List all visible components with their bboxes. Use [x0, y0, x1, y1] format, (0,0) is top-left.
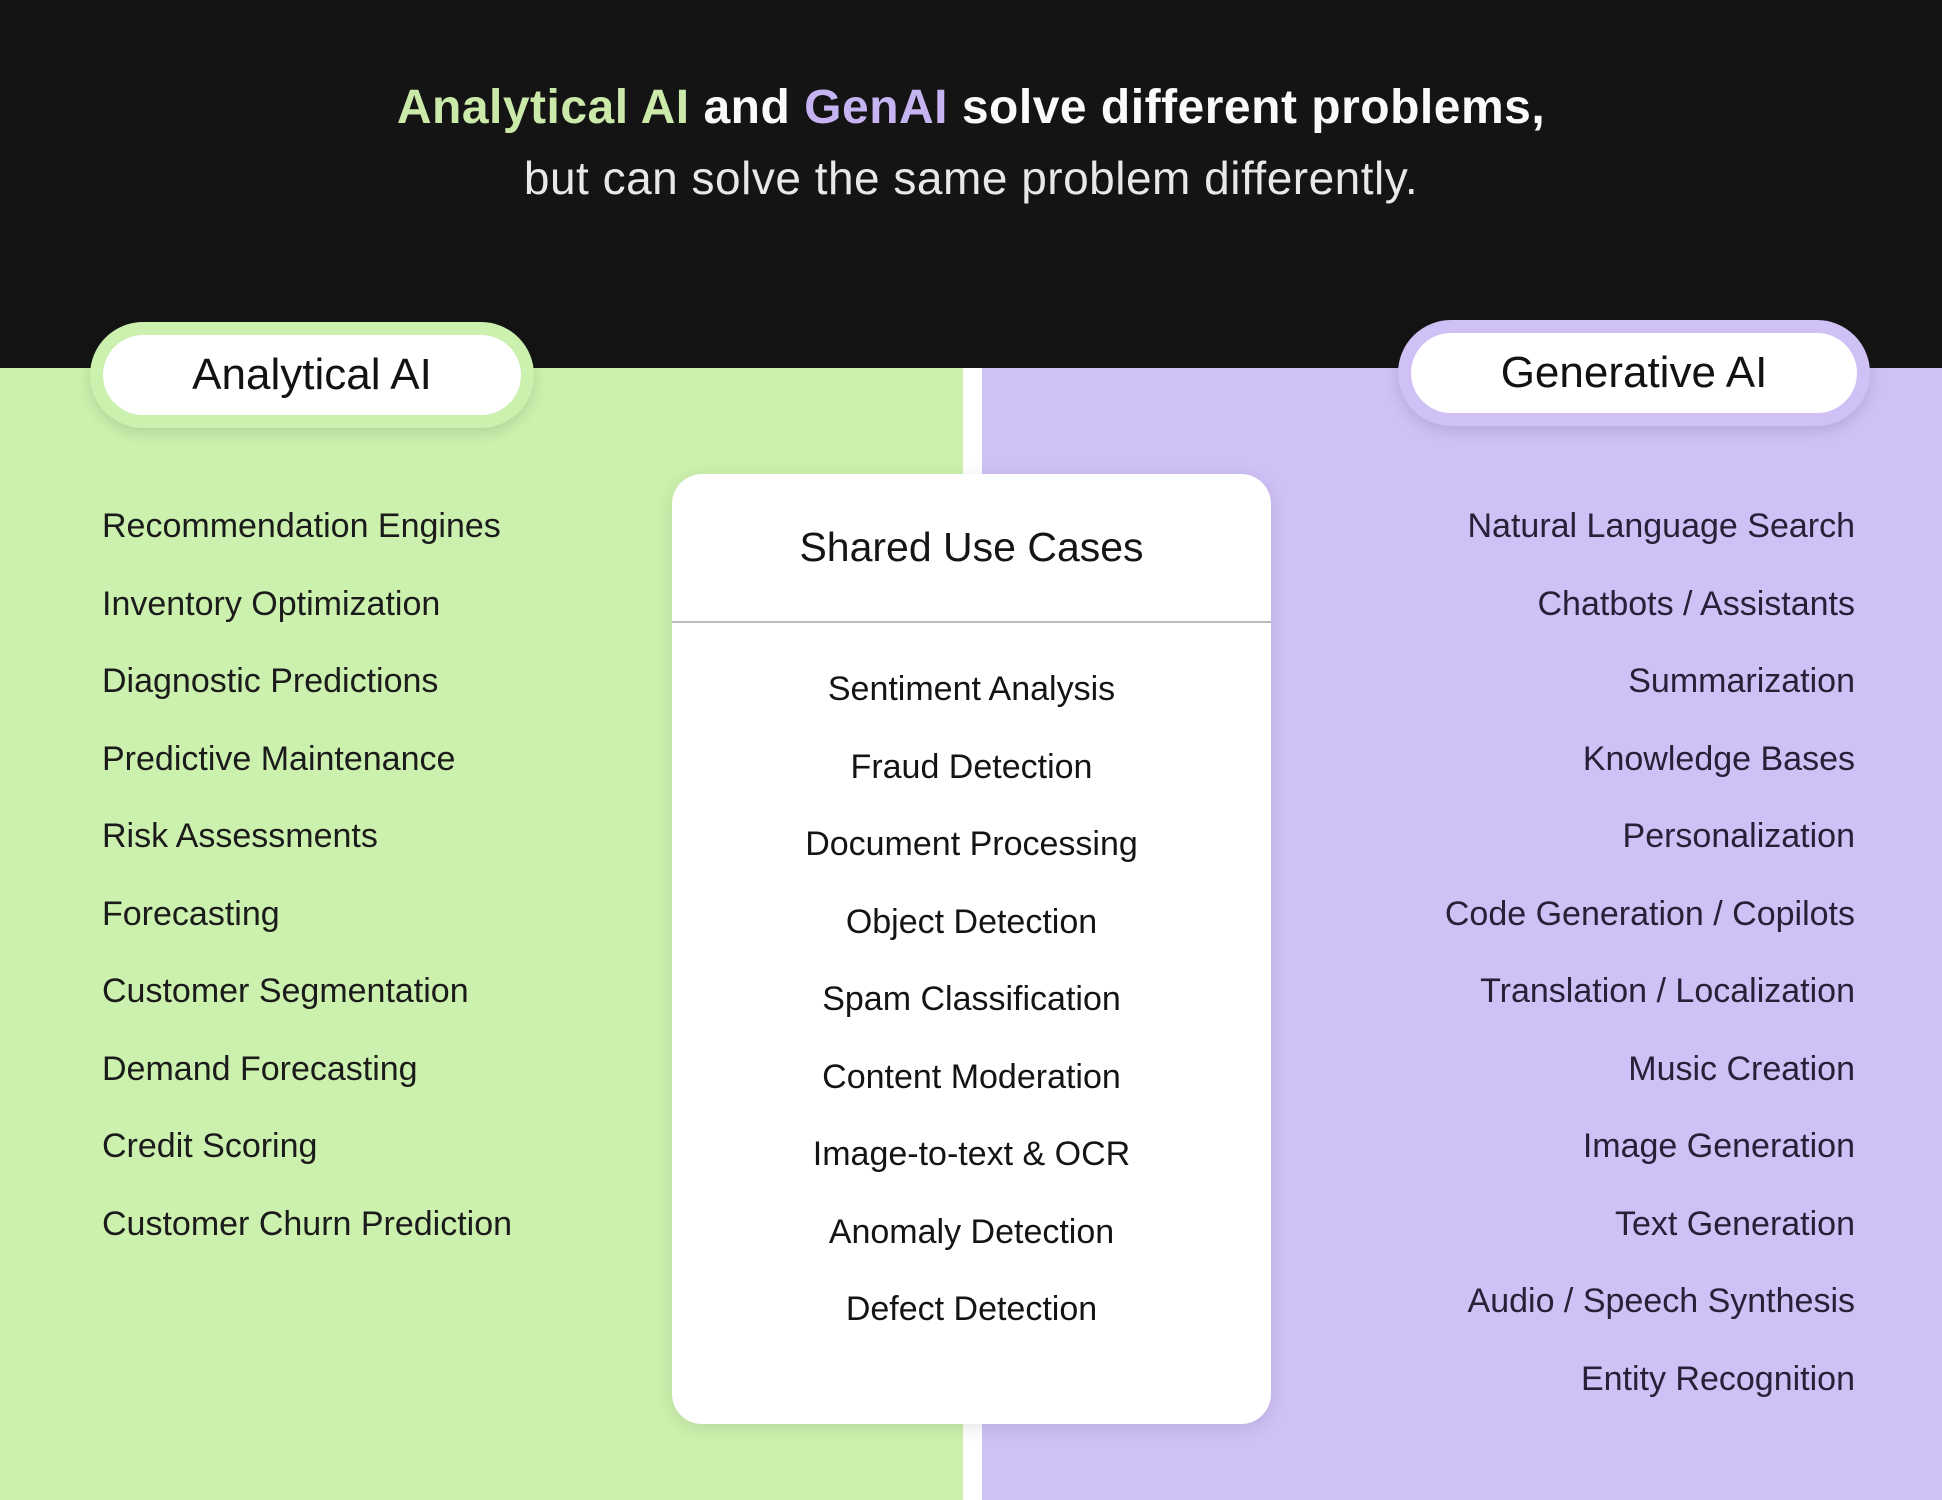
analytical-use-case: Customer Segmentation [102, 972, 469, 1010]
page-title: Analytical AI and GenAI solve different … [0, 80, 1942, 135]
shared-use-case: Spam Classification [822, 980, 1121, 1018]
analytical-use-case: Diagnostic Predictions [102, 662, 439, 700]
title-analytical-ai: Analytical AI [396, 81, 690, 134]
generative-use-case: Summarization [1628, 662, 1855, 700]
shared-use-case: Fraud Detection [850, 747, 1093, 786]
generative-use-case: Music Creation [1628, 1049, 1855, 1088]
generative-use-case: Natural Language Search [1467, 507, 1856, 545]
analytical-use-case: Credit Scoring [102, 1127, 318, 1165]
analytical-use-case: Recommendation Engines [102, 507, 501, 545]
generative-use-case: Code Generation / Copilots [1444, 894, 1855, 933]
shared-use-case: Object Detection [845, 902, 1098, 941]
analytical-use-case: Inventory Optimization [102, 584, 441, 623]
title-genai: GenAI [804, 81, 949, 134]
generative-use-case: Personalization [1622, 817, 1855, 855]
generative-use-case: Entity Recognition [1580, 1359, 1855, 1398]
shared-use-case: Sentiment Analysis [827, 670, 1116, 708]
analytical-use-case: Demand Forecasting [102, 1049, 418, 1088]
generative-use-case: Image Generation [1582, 1127, 1855, 1165]
analytical-use-case: Customer Churn Prediction [102, 1204, 513, 1243]
shared-use-case: Defect Detection [845, 1290, 1098, 1328]
analytical-use-case: Predictive Maintenance [102, 739, 456, 778]
header-banner: Analytical AI and GenAI solve different … [0, 0, 1942, 368]
generative-use-case: Audio / Speech Synthesis [1467, 1282, 1855, 1320]
generative-use-case: Text Generation [1614, 1204, 1855, 1243]
title-and: and [689, 81, 805, 134]
page-subtitle: but can solve the same problem different… [523, 152, 1419, 204]
analytical-use-case: Risk Assessments [102, 817, 378, 855]
analytical-use-case: Forecasting [102, 894, 280, 933]
title-rest: solve different problems, [948, 81, 1546, 134]
shared-use-cases-title: Shared Use Cases [672, 474, 1271, 623]
shared-use-case: Image-to-text & OCR [812, 1135, 1131, 1173]
shared-use-case: Content Moderation [822, 1057, 1121, 1096]
generative-ai-label-pill: Generative AI [1398, 320, 1870, 426]
shared-use-case: Anomaly Detection [828, 1212, 1115, 1251]
generative-use-case: Chatbots / Assistants [1537, 584, 1856, 623]
shared-use-case: Document Processing [805, 825, 1138, 863]
analytical-ai-label-pill: Analytical AI [90, 322, 534, 428]
generative-use-case: Translation / Localization [1480, 972, 1855, 1010]
generative-use-case: Knowledge Bases [1582, 739, 1855, 778]
